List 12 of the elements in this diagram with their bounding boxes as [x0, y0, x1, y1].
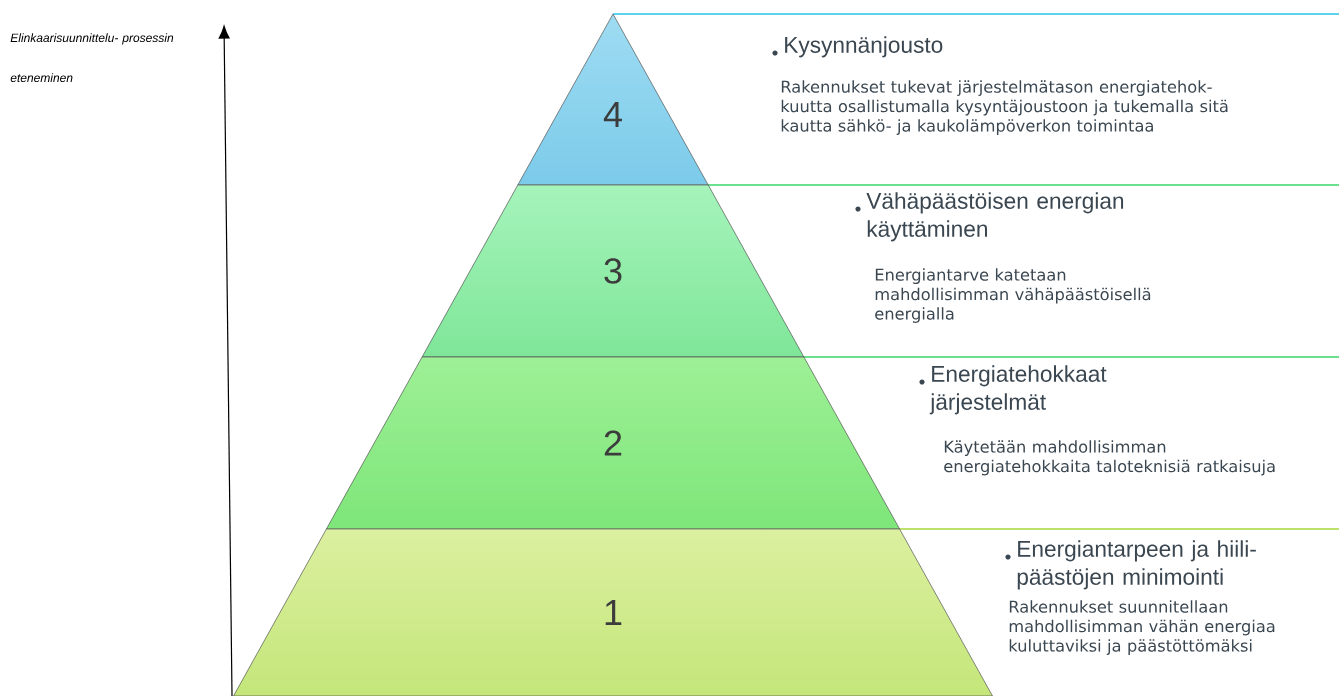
tier-heading: Energiantarpeen ja hiili- päästöjen minimointi	[1005, 540, 1256, 590]
tier-description: Käytetään mahdollisimman energiatehokkaita taloteknisiä ratkaisuja	[944, 440, 1275, 476]
tier-heading: Kysynnänjousto	[772, 36, 943, 58]
tier-description: Rakennukset tukevat järjestelmätason energiatehok-kuutta osallistumalla kysyntäjoustoon ja tukemalla sitä kautta sähkö- ja kaukolämpöverkon toimintaa	[781, 80, 1228, 135]
pyramid-tier: 4	[517, 13, 709, 186]
tier-description: Energiantarve katetaan mahdollisimman vähäpäästöisellä energialla	[875, 268, 1151, 323]
axis-label: Elinkaarisuunnittelu- prosessin eteneminen	[10, 33, 174, 83]
tier-heading: Energiatehokkaat järjestelmät	[919, 365, 1107, 415]
pyramid-tier: 1	[233, 528, 993, 696]
tier-heading: Vähäpäästöisen energian käyttäminen	[855, 192, 1124, 242]
pyramid-tier: 2	[326, 356, 900, 530]
tier-description: Rakennukset suunnitellaan mahdollisimman vähän energiaa kuluttaviksi ja päästöttömäksi	[1009, 600, 1275, 655]
